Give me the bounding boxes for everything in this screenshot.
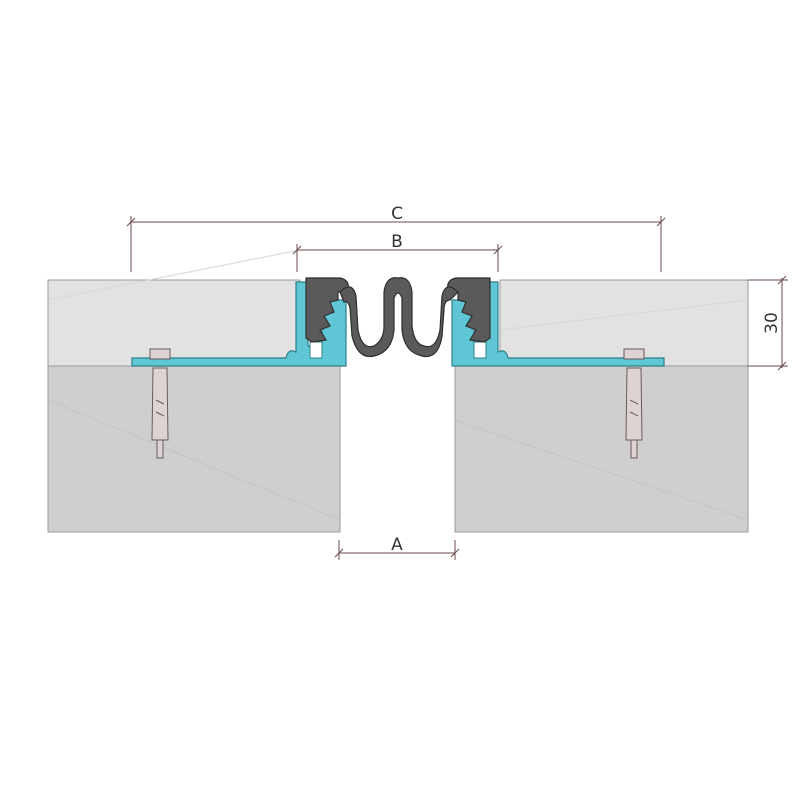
dimension-a: A — [334, 535, 460, 560]
left-bolt-shank — [156, 439, 164, 459]
right-bolt-head — [623, 348, 645, 360]
dimension-c-label: C — [391, 204, 403, 224]
left-slab — [47, 249, 341, 533]
left-anchor-bolt — [149, 348, 171, 459]
right-hatch-line — [454, 419, 749, 521]
right-slab — [454, 279, 749, 533]
dimension-height-top-tick — [777, 275, 787, 285]
dimension-b: B — [292, 232, 503, 272]
left-hatch-line — [47, 399, 341, 521]
left-hatch-line — [47, 249, 301, 301]
dimension-c-left-tick — [126, 217, 136, 227]
right-substrate — [454, 365, 749, 533]
rubber-bellows — [339, 277, 459, 358]
dimension-height: 30 — [748, 275, 788, 371]
right-bolt-shank — [630, 439, 638, 459]
dimension-height-bottom-tick — [777, 361, 787, 371]
right-anchor-bolt — [623, 348, 645, 459]
dimension-a-label: A — [391, 535, 403, 555]
left-bolt-head — [149, 348, 171, 360]
dimension-b-right-tick — [493, 245, 503, 255]
left-sleeve-detail — [155, 399, 165, 417]
left-substrate — [47, 365, 341, 533]
dimension-height-label: 30 — [762, 312, 782, 334]
left-anchor-sleeve — [151, 367, 169, 441]
dimension-c-right-tick — [656, 217, 666, 227]
dimension-a-right-tick — [450, 548, 460, 558]
dimension-a-left-tick — [334, 548, 344, 558]
right-anchor-sleeve — [625, 367, 643, 441]
left-topping-layer — [47, 279, 301, 367]
right-profile-slot — [473, 341, 487, 359]
right-hatch-line — [499, 299, 749, 331]
dimension-b-left-tick — [292, 245, 302, 255]
left-profile-slot — [309, 341, 323, 359]
rubber-insert — [305, 277, 491, 358]
dimension-c: C — [126, 204, 666, 272]
dimension-b-label: B — [391, 232, 403, 252]
right-sleeve-detail — [629, 399, 639, 417]
